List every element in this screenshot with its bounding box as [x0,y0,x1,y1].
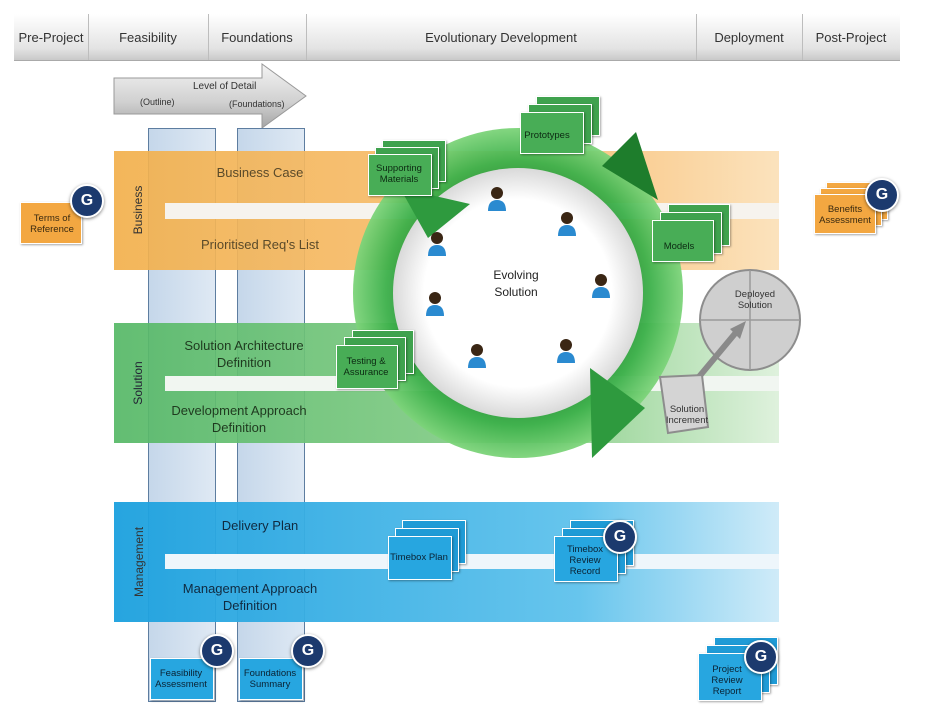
phase-feasibility: Feasibility [88,14,209,60]
person-icon [428,232,446,256]
models-label: Models [663,240,695,252]
terms-of-reference-label: Terms of Reference [30,213,74,235]
benefits-assessment-label: Benefits Assessment [819,204,871,226]
person-icon [557,339,575,363]
solution-increment-label: Solution Increment [665,404,709,426]
prioritised-reqs-label: Prioritised Req's List [200,237,320,252]
gateway-badge: G [603,520,637,554]
supporting-materials-label: Supporting Materials [376,163,422,185]
gateway-badge: G [70,184,104,218]
gateway-badge: G [865,178,899,212]
level-of-detail-title: Level of Detail [193,81,257,92]
evolving-solution-label: Evolving Solution [493,268,539,299]
foundations-summary-label: Foundations Summary [243,668,297,690]
person-icon [558,212,576,236]
level-foundations-label: (Foundations) [229,99,285,109]
person-icon [592,274,610,298]
phase-header: Pre-Project Feasibility Foundations Evol… [14,14,900,61]
phase-deployment: Deployment [696,14,803,60]
timebox-plan-label: Timebox Plan [390,551,448,563]
feasibility-assessment-label: Feasibility Assessment [155,668,207,690]
prototypes-label: Prototypes [524,129,570,141]
timebox-review-record-label: Timebox Review Record [566,543,604,577]
testing-sheet [336,345,398,389]
evolutionary-cycle [353,128,683,458]
feasibility-assessment-sheet [150,658,214,700]
person-icon [468,344,486,368]
timebox-plan-sheet [388,536,452,580]
phase-pre-project: Pre-Project [14,14,89,60]
gateway-badge: G [744,640,778,674]
foundations-summary-sheet [239,658,303,700]
management-approach-label: Management Approach Definition [182,581,318,613]
supporting-materials-sheet [368,154,432,196]
section-management-label: Management [132,526,146,597]
level-of-detail-arrow [113,63,307,129]
person-icon [488,187,506,211]
person-icon [426,292,444,316]
level-outline-label: (Outline) [140,97,175,107]
management-gap [165,554,779,569]
development-approach-label: Development Approach Definition [171,403,307,435]
gateway-badge: G [200,634,234,668]
business-case-label: Business Case [216,165,304,180]
gateway-badge: G [291,634,325,668]
models-sheet [652,220,714,262]
prototypes-sheet [520,112,584,154]
testing-assurance-label: Testing & Assurance [343,356,389,378]
phase-foundations: Foundations [208,14,307,60]
deployed-solution-label: Deployed Solution [734,289,776,311]
solution-architecture-label: Solution Architecture Definition [184,338,304,370]
phase-post-project: Post-Project [815,29,887,45]
project-review-report-label: Project Review Report [711,663,743,697]
phase-evolutionary-development: Evolutionary Development [306,14,697,60]
section-business-label: Business [131,185,145,235]
section-solution-label: Solution [131,361,145,405]
deployed-solution-puzzle [658,269,801,435]
delivery-plan-label: Delivery Plan [221,518,299,533]
